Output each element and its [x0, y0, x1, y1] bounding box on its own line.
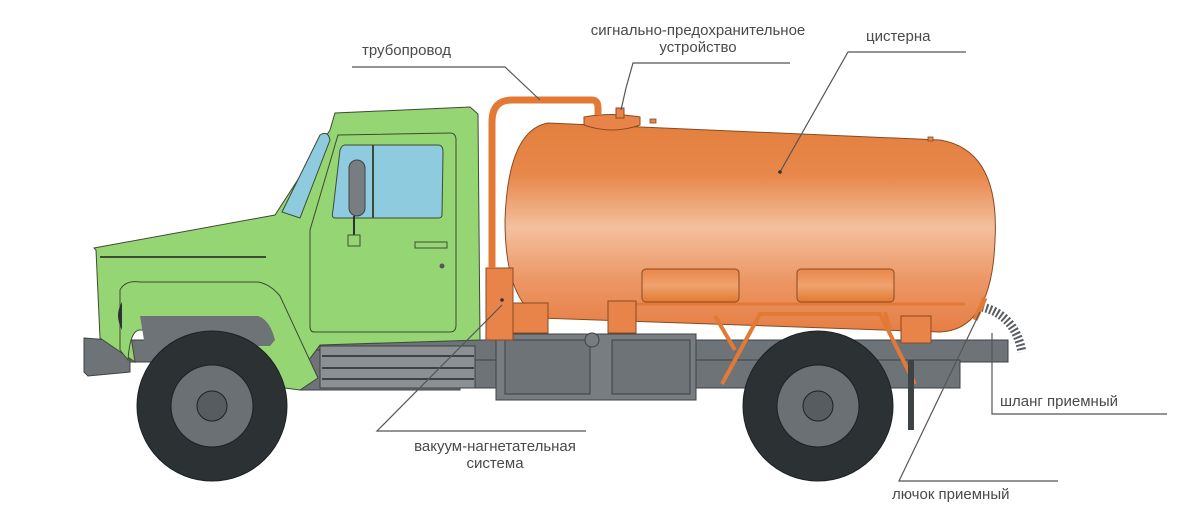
leader-vacuum-system — [375, 304, 586, 432]
tank — [504, 107, 996, 333]
label-safety-device-line1: сигнально-предохранительное — [590, 22, 806, 39]
side-boxes — [495, 332, 697, 401]
intake-hose — [980, 302, 1027, 353]
truck-cab — [92, 106, 481, 391]
label-vacuum-system: вакуум-нагнетательная система — [350, 438, 640, 472]
label-vacuum-system-line2: система — [466, 455, 524, 472]
label-safety-device-line2: устройство — [659, 39, 737, 56]
side-mirror — [348, 159, 366, 217]
vacuum-pump — [485, 267, 514, 341]
tool-box-left — [641, 268, 740, 303]
leader-lines — [352, 51, 1167, 482]
leader-tank — [779, 51, 966, 173]
leader-pipeline — [352, 66, 541, 101]
label-tank: цистерна — [866, 28, 931, 45]
rear-wheel — [742, 330, 894, 482]
label-intake-hatch: лючок приемный — [892, 486, 1010, 503]
windshield — [281, 132, 331, 219]
door-handle — [414, 241, 448, 249]
pipeline — [488, 96, 602, 268]
leader-intake-hatch — [898, 311, 1058, 482]
front-wheel — [136, 330, 288, 482]
leader-intake-hose — [991, 333, 1167, 415]
label-vacuum-system-line1: вакуум-нагнетательная — [414, 438, 576, 455]
label-pipeline: трубопровод — [362, 42, 452, 59]
label-safety-device: сигнально-предохранительное устройство — [548, 22, 848, 56]
tool-box-right — [796, 268, 895, 303]
label-intake-hose: шланг приемный — [1000, 393, 1118, 410]
tank-supports — [635, 302, 965, 385]
leader-safety-device — [620, 62, 790, 111]
